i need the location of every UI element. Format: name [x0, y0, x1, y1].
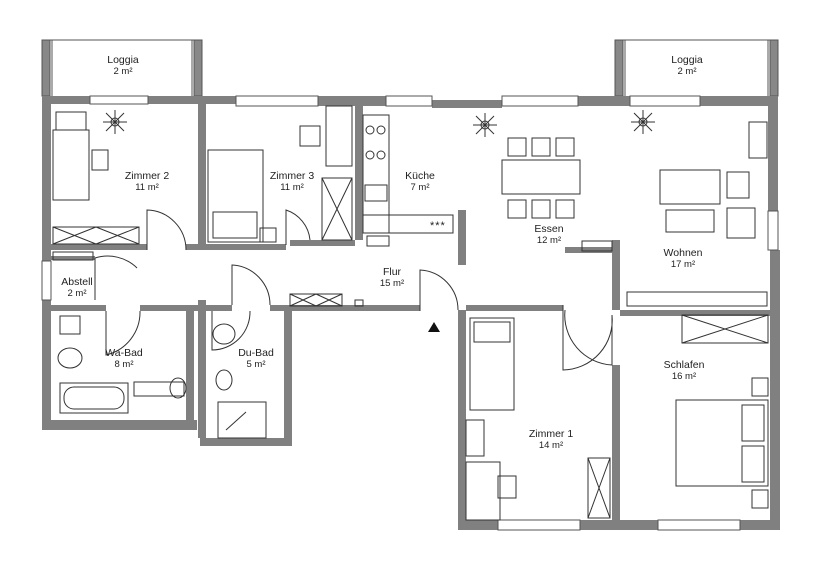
room-name: Wa-Bad [105, 347, 143, 359]
plant-icon [631, 110, 655, 134]
room-name: Zimmer 3 [269, 170, 315, 182]
room-area: 16 m² [671, 371, 697, 382]
room-area: 2 m² [677, 66, 697, 77]
room-area: 11 m² [280, 182, 304, 193]
plant-icon [473, 113, 497, 137]
kitchen-marker: *** [430, 220, 446, 232]
walls [42, 96, 780, 530]
door-swings [94, 209, 613, 371]
room-name: Wohnen [663, 247, 703, 259]
room-area: 2 m² [67, 288, 87, 299]
room-name: Küche [405, 170, 435, 182]
room-name: Zimmer 1 [528, 428, 574, 440]
windows [41, 95, 779, 531]
room-name: Flur [382, 266, 402, 278]
room-area: 15 m² [379, 278, 405, 289]
room-name: Abstell [61, 276, 93, 288]
room-name: Zimmer 2 [124, 170, 170, 182]
entrance-arrow-icon [428, 322, 440, 332]
room-area: 2 m² [113, 66, 133, 77]
plant-icon [103, 110, 127, 134]
room-area: 5 m² [246, 359, 266, 370]
room-name: Du-Bad [238, 347, 274, 359]
room-area: 11 m² [135, 182, 159, 193]
room-area: 17 m² [670, 259, 696, 270]
room-name: Loggia [671, 54, 703, 66]
room-name: Essen [534, 223, 564, 235]
furniture [52, 105, 769, 521]
room-area: 8 m² [114, 359, 134, 370]
room-name: Schlafen [663, 359, 705, 371]
plant-icons [103, 110, 655, 137]
room-area: 14 m² [538, 440, 564, 451]
room-area: 7 m² [410, 182, 430, 193]
room-name: Loggia [107, 54, 139, 66]
room-area: 12 m² [536, 235, 562, 246]
